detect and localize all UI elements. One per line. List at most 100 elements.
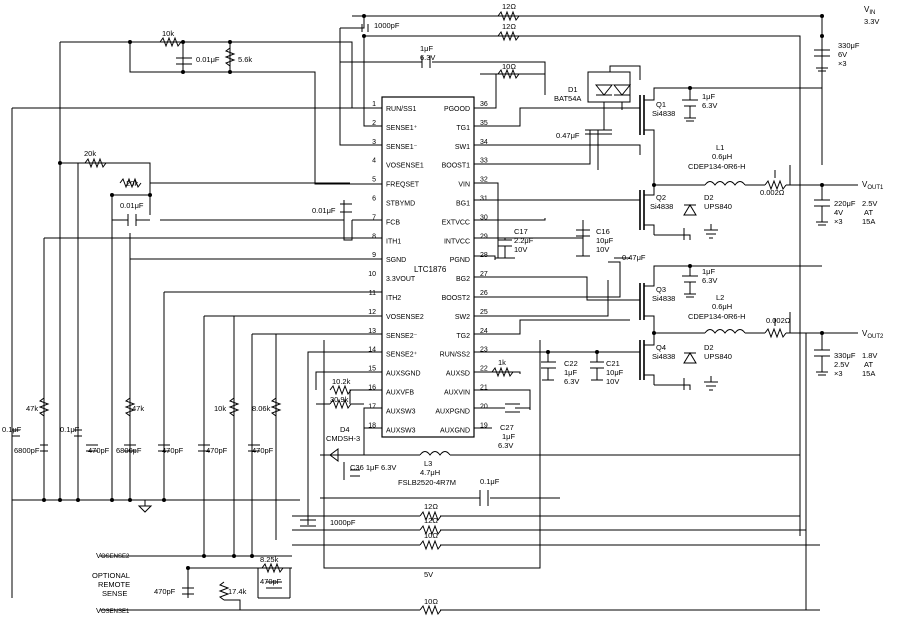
ic-pin-number: 3 [372,139,376,146]
junction-dots [42,14,824,570]
c-6800-a: 6800pF [14,446,40,455]
c-047-a: 0.47μF [556,131,580,140]
q4-ref: Q4 [656,343,666,352]
ic-pin-number: 33 [480,158,488,165]
ic-pin-group: 1RUN/SS12SENSE1⁺3SENSE1⁻4VOSENSE15FREQSE… [368,101,488,434]
ic-pin-name: FCB [386,219,400,226]
c-vout1-n: ×3 [834,217,843,226]
ic-pin-name: BOOST1 [442,163,471,170]
c27-ref: C27 [500,423,514,432]
c22-ref: C22 [564,359,578,368]
r-17k4: 17.4k [228,587,247,596]
ic-pin-number: 22 [480,366,488,373]
ic-pin-number: 26 [480,290,488,297]
r-12-bot-b: 12Ω [424,516,438,525]
ic-pin-name: EXTVCC [442,219,470,226]
q2-ref: Q2 [656,193,666,202]
ic-pin-name: AUXPGND [435,408,470,415]
r-10k-top: 10k [162,29,174,38]
ic-pin-name: RUN/SS1 [386,106,416,113]
r-10k-b: 10k [214,404,226,413]
ic-pin-number: 18 [368,422,376,429]
c-1u-top-v: 6.3V [420,53,435,62]
ic-pin-number: 19 [480,422,488,429]
c-vout1: 220μF [834,199,856,208]
vout1-spec-a: 15A [862,217,875,226]
ic-pin-number: 14 [368,347,376,354]
ic-pin-number: 24 [480,328,488,335]
r-47k-b: 47k [132,404,144,413]
component-labels: 12Ω 12Ω 10Ω 10k 5.6k 1000pF 0.01μF 1μF 6… [2,2,884,615]
c-1u-q3: 1μF [702,267,715,276]
r-12-top-b: 12Ω [502,22,516,31]
vin-label: VIN [864,5,875,16]
ic-pin-number: 7 [372,214,376,221]
vosense1-label: VOSENSE1 [96,606,130,615]
c-1u-top: 1μF [420,44,433,53]
ic-pin-number: 34 [480,139,488,146]
c-470-c: 470pF [206,446,228,455]
r-8k25: 8.25k [260,555,279,564]
c-470-a: 470pF [88,446,110,455]
vin-value: 3.3V [864,17,879,26]
c-470-e: 470pF [154,587,176,596]
ic-pin-number: 30 [480,214,488,221]
power-stage [474,36,858,610]
c-vin-v: 6V [838,50,847,59]
q1-ref: Q1 [656,100,666,109]
vout2-spec-at: AT [864,360,873,369]
r-1k: 1k [498,358,506,367]
c-470-f: 470pF [260,577,282,586]
c-001u-left: 0.01μF [120,201,144,210]
ic-pin-number: 12 [368,309,376,316]
ic-pin-number: 11 [369,290,376,297]
c-vout2: 330μF [834,351,856,360]
ic-ltc1876-body [381,96,475,438]
ic-pin-number: 1 [372,101,376,108]
r-sense1: 0.002Ω [760,188,785,197]
c21-val: 10μF [606,368,624,377]
ic-pin-name: SW2 [455,314,470,321]
ic-pin-number: 4 [372,158,376,165]
r-20k-b: 20k [126,179,138,188]
d1-ref: D1 [568,85,578,94]
ic-pin-number: 32 [480,177,488,184]
c-1u-q1-v: 6.3V [702,101,717,110]
supply-5v: 5V [424,570,433,579]
ic-pin-name: 3.3VOUT [386,276,416,283]
c21-v: 10V [606,377,619,386]
ic-pin-name: AUXGND [440,427,470,434]
q4-part: Si4838 [652,352,675,361]
ic-pin-name: AUXSW3 [386,408,416,415]
c17-val: 2.2μF [514,236,534,245]
vout1-spec-v: 2.5V [862,199,877,208]
q2-part: Si4838 [650,202,673,211]
d2a-ref: D2 [704,193,714,202]
vout2-spec-a: 15A [862,369,875,378]
d1-part: BAT54A [554,94,581,103]
r-8k06: 8.06k [252,404,271,413]
optional-line-3: SENSE [102,589,127,598]
ic-pin-name: SENSE1⁺ [386,125,418,132]
ic-pin-name: AUXSW3 [386,427,416,434]
ic-pin-number: 2 [372,120,376,127]
ic-pin-number: 5 [372,177,376,184]
q1-part: Si4838 [652,109,675,118]
optional-line-2: REMOTE [98,580,130,589]
l3-val: 4.7μH [420,468,440,477]
top-network [11,10,823,598]
r-30k9: 30.9k [330,395,349,404]
c-1u-q1: 1μF [702,92,715,101]
ic-pin-number: 17 [368,403,376,410]
r-5k6: 5.6k [238,55,252,64]
vout2-spec-v: 1.8V [862,351,877,360]
l2-ref: L2 [716,293,724,302]
ic-pin-name: SENSE2⁻ [386,333,418,340]
c-vout2-v: 2.5V [834,360,849,369]
l2-part: CDEP134-0R6-H [688,312,746,321]
ic-pin-name: ITH2 [386,295,401,302]
ic-pin-number: 23 [480,347,488,354]
q3-part: Si4838 [652,294,675,303]
ic-pin-number: 25 [480,309,488,316]
